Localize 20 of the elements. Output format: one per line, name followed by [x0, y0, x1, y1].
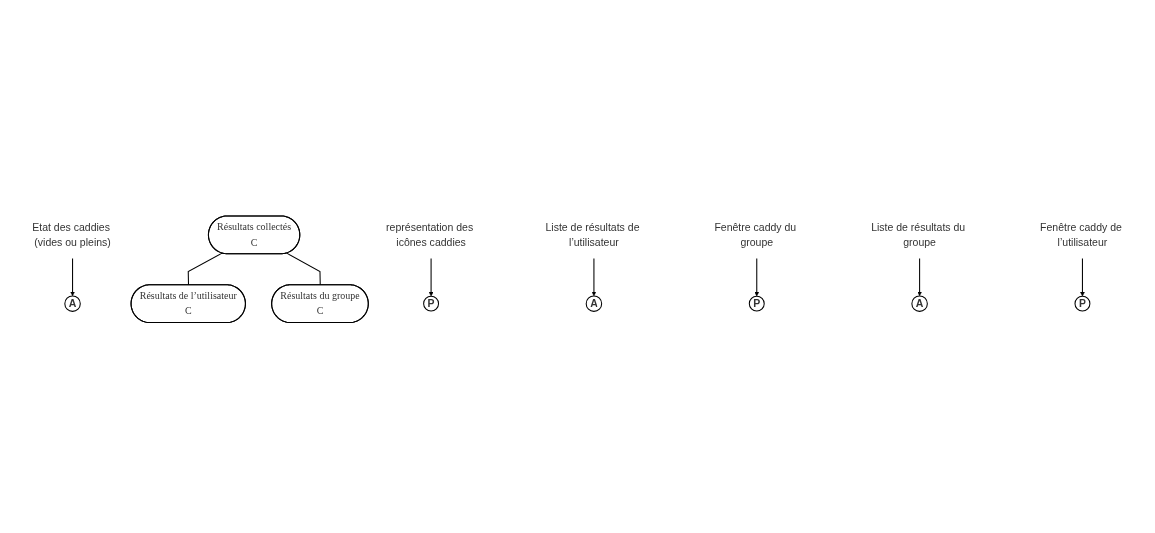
arrow	[754, 257, 760, 297]
arrow	[70, 257, 75, 296]
node-circle: P	[423, 295, 440, 312]
arrow	[917, 257, 922, 296]
connector	[286, 252, 321, 286]
arrow	[591, 257, 597, 296]
node-text: Fenêtre caddy de l’utilisateur	[1040, 220, 1122, 249]
node-text: représentation des icônes caddies	[386, 220, 474, 249]
connector	[187, 252, 223, 286]
node-text: Etat des caddies (vides ou pleins)	[32, 220, 111, 249]
node-circle: A	[911, 295, 928, 312]
arrow	[428, 257, 434, 297]
node-circle: A	[585, 295, 603, 312]
node-text: Liste de résultats du groupe	[871, 220, 966, 249]
node-circle: P	[748, 295, 765, 312]
node-circle: A	[64, 295, 81, 312]
node-text: Fenêtre caddy du groupe	[714, 220, 797, 249]
arrow	[1080, 257, 1085, 297]
node-text: Liste de résultats de l’utilisateur	[545, 220, 640, 249]
node-circle: P	[1074, 295, 1091, 312]
